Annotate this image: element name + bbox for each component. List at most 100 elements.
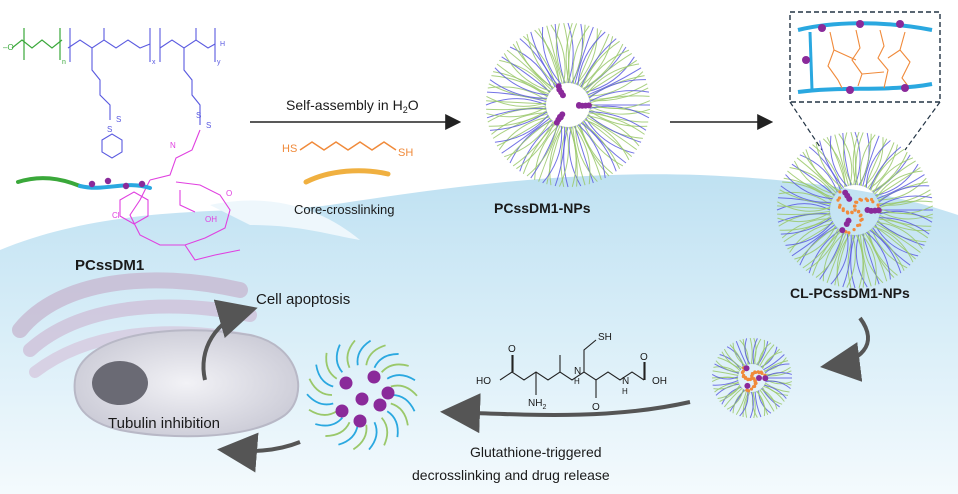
gsh-ho-label: HO (476, 376, 491, 387)
corona-chain (879, 193, 932, 206)
corona-chain (861, 233, 877, 286)
corona-chain (805, 149, 840, 192)
corona-chain (526, 123, 558, 177)
drug-dot (559, 92, 566, 99)
corona-chain (572, 25, 590, 84)
corona-chain (789, 223, 835, 253)
corona-chain (855, 132, 864, 186)
corona-chain (796, 226, 837, 263)
corona-chain (764, 363, 790, 374)
drug-dot (845, 217, 852, 224)
dm1-s4-label: S (206, 121, 211, 130)
corona-chain (752, 391, 756, 419)
micelle-chain (325, 421, 351, 437)
corona-chain (492, 113, 549, 139)
corona-chain (721, 351, 742, 370)
corona-chain (874, 160, 916, 195)
released-drug-ball (373, 398, 387, 412)
corona-chain (815, 231, 843, 278)
corona-chain (834, 233, 849, 286)
apoptosis-arrow (201, 299, 258, 381)
corona-chain (493, 71, 549, 97)
corona-chain (509, 46, 553, 90)
corona-chain (873, 226, 914, 263)
crosslinker-dot (746, 377, 750, 381)
corona-chain (586, 115, 640, 147)
corona-chain (568, 126, 582, 187)
corona-chain (793, 160, 836, 195)
micelle-chain (315, 417, 344, 427)
corona-chain (575, 28, 598, 85)
membrane-top-light (210, 200, 360, 240)
cell-illustration (12, 272, 300, 438)
crosslinker-dot (741, 369, 745, 373)
corona-chain (589, 87, 649, 102)
crosslinker-dot (760, 371, 764, 375)
corona-chain (578, 33, 610, 87)
gsh-n2-label: N (622, 376, 629, 387)
corona-chain (526, 33, 558, 87)
corona-chain (496, 63, 550, 95)
corona-chain (859, 234, 872, 287)
corona-chain (515, 41, 555, 89)
corona-chain (546, 126, 563, 185)
micelle-chain (390, 384, 418, 397)
micelle-chain (315, 364, 334, 388)
corona-chain (802, 228, 839, 269)
corona-chain (879, 214, 932, 227)
corona-chain (726, 388, 744, 410)
crosslinker-dot (859, 218, 863, 222)
crosslinker-dot (757, 371, 761, 375)
corona-chain (489, 79, 548, 99)
corona-chain (542, 125, 563, 184)
corona-chain (541, 26, 562, 85)
polymer-cartoon (16, 176, 152, 190)
corona-chain (498, 116, 550, 150)
corona-chain (867, 142, 895, 189)
gsh-nh2-label: NH2 (528, 398, 546, 411)
corona-chain (838, 133, 853, 186)
drug-dot (762, 375, 769, 382)
nanoparticle-internalized (711, 337, 793, 419)
released-drug-micelle (306, 339, 418, 451)
corona-chain (842, 234, 852, 288)
crosslinker-dot (855, 200, 859, 204)
corona-chain (876, 170, 923, 198)
crosslinker-dot (753, 382, 757, 386)
gsh-n2-h: H (622, 387, 628, 396)
corona-chain (554, 126, 566, 187)
peg-n-label: n (62, 59, 66, 66)
corona-chain (732, 389, 746, 414)
corona-chain (872, 227, 911, 266)
glutathione-structure (499, 339, 646, 398)
crosslinker-dot (871, 200, 875, 204)
corona-chain (796, 157, 837, 194)
corona-chain (763, 354, 785, 371)
corona-chain (568, 126, 577, 188)
corona-chain (555, 23, 567, 84)
corona-chain (504, 118, 552, 158)
corona-chain (485, 98, 547, 106)
corona-chain (866, 231, 891, 280)
dm1-drug-structure (119, 129, 241, 261)
crosslinker-dot (847, 231, 851, 235)
corona-chain (762, 351, 783, 369)
corona-chain (581, 121, 621, 169)
corona-chain (538, 125, 561, 182)
corona-chain (870, 148, 905, 191)
micelle-chain (308, 378, 333, 396)
backbone-x-label: x (152, 59, 156, 66)
corona-chain (805, 229, 840, 272)
corona-chain (875, 167, 921, 197)
cell-nucleus (92, 361, 148, 405)
corona-chain (574, 125, 594, 184)
corona-chain (812, 230, 842, 276)
crosslinker-dot (856, 210, 861, 214)
release-label-line1: Glutathione-triggered (470, 444, 602, 460)
micelle-chain (325, 352, 338, 380)
crosslinker-dot (753, 379, 757, 383)
drug-dot (839, 227, 846, 234)
corona-chain (573, 125, 591, 185)
